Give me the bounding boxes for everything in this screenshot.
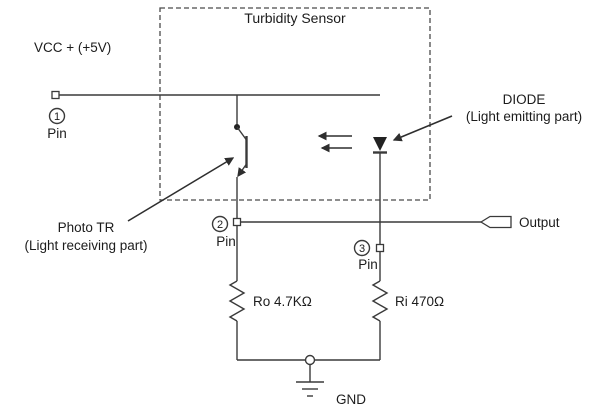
gnd-label: GND [336, 392, 366, 407]
pin2-number: 2 [217, 219, 223, 231]
pin1-number: 1 [54, 111, 60, 123]
resistor-ro-zigzag-icon [228, 280, 246, 322]
output-label: Output [519, 215, 560, 230]
pin3-number-circle [353, 239, 371, 257]
led-diode-symbol [373, 137, 387, 154]
output-connector: Output [479, 215, 560, 230]
ground-node-circle [304, 354, 316, 366]
diode-pointer-arrow-icon [392, 115, 453, 142]
collector-lead [236, 126, 248, 141]
vcc-section: VCC + (+5V) 1 Pin [34, 40, 111, 141]
output-plug-icon [479, 215, 512, 229]
diode-name-label: DIODE [503, 92, 546, 107]
resistor-ro: Ro 4.7KΩ [228, 280, 312, 322]
pin3-marker: 3 Pin [353, 239, 385, 272]
pin1-number-circle [48, 107, 66, 125]
photo-tr-name-label: Photo TR [58, 220, 115, 235]
vcc-label: VCC + (+5V) [34, 40, 111, 55]
pin1-label: Pin [47, 126, 67, 141]
sensor-box: Turbidity Sensor [159, 7, 431, 201]
pin2-label: Pin [216, 234, 236, 249]
wires [59, 94, 481, 361]
sensor-title: Turbidity Sensor [244, 10, 346, 26]
light-rays [317, 131, 352, 153]
ground-section: GND [296, 354, 366, 407]
pin3-label: Pin [358, 257, 378, 272]
phototransistor-symbol [234, 124, 248, 178]
photo-tr-pointer-arrow-icon [127, 157, 235, 222]
pin2-marker: 2 Pin [211, 215, 242, 249]
resistor-ri-label: Ri 470Ω [395, 294, 444, 309]
diode-triangle-icon [373, 137, 387, 151]
diode-sub-label: (Light emitting part) [466, 109, 582, 124]
pin3-number: 3 [359, 243, 365, 255]
resistor-ro-label: Ro 4.7KΩ [253, 294, 312, 309]
emitter-lead-arrow-icon [237, 163, 248, 178]
diode-annotation: DIODE (Light emitting part) [392, 92, 582, 142]
pin2-number-circle [211, 215, 229, 233]
photo-tr-sub-label: (Light receiving part) [24, 238, 147, 253]
sensor-box-outline [159, 7, 431, 201]
pin2-terminal-icon [232, 217, 242, 227]
pin1-terminal-icon [51, 90, 60, 100]
resistor-ri: Ri 470Ω [371, 280, 444, 322]
pin3-terminal-icon [375, 243, 385, 253]
resistor-ri-zigzag-icon [371, 280, 389, 322]
photo-tr-annotation: Photo TR (Light receiving part) [24, 157, 235, 253]
